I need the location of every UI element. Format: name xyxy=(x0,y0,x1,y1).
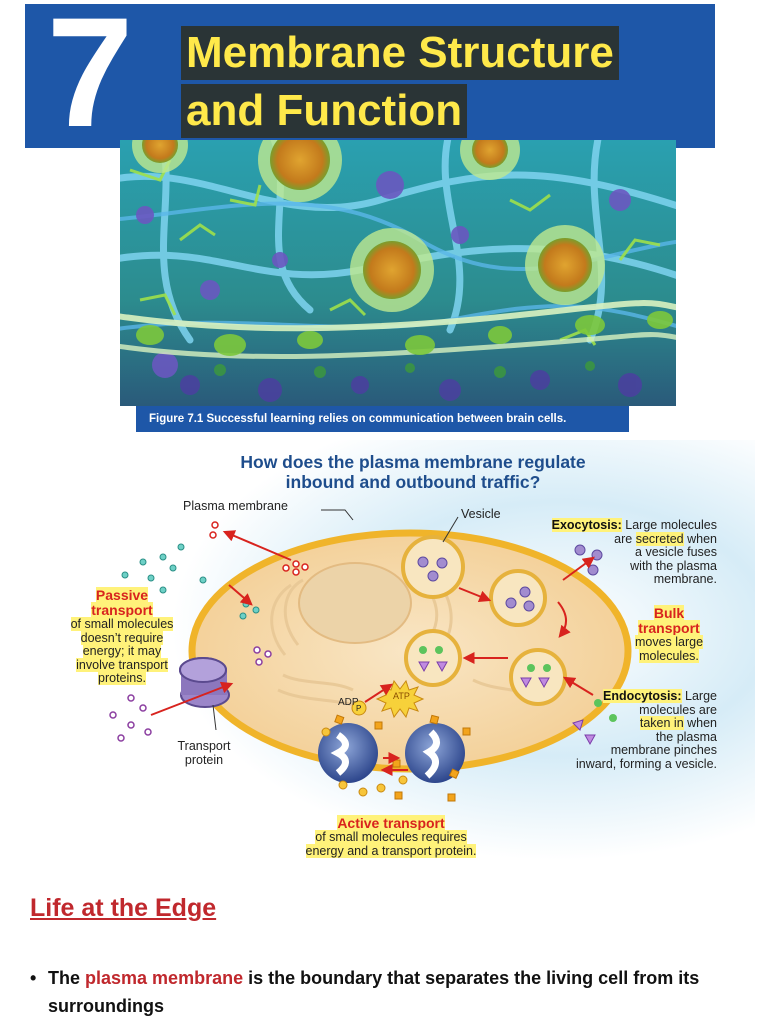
passive-line-5: proteins. xyxy=(98,671,146,685)
endocytosis-taken-in: taken in xyxy=(640,716,684,730)
endocytosis-line-5: membrane pinches xyxy=(535,744,717,758)
label-atp: ATP xyxy=(393,690,410,704)
exocytosis-text: Exocytosis: Large molecules are secreted… xyxy=(515,519,717,587)
exocytosis-heading: Exocytosis: xyxy=(552,518,622,532)
transport-protein-line-1: Transport xyxy=(170,740,238,754)
chapter-title-line-1: Membrane Structure xyxy=(181,26,619,80)
passive-line-4: involve transport xyxy=(76,658,168,672)
chapter-number: 7 xyxy=(25,0,155,148)
chapter-title-line-2: and Function xyxy=(181,84,467,138)
passive-heading-2: transport xyxy=(91,602,152,618)
membrane-traffic-diagram: How does the plasma membrane regulate in… xyxy=(53,440,755,860)
bulk-heading-1: Bulk xyxy=(654,605,684,621)
endocytosis-line-4: the plasma xyxy=(535,731,717,745)
nucleus-shape xyxy=(299,563,411,643)
question-line-2: inbound and outbound traffic? xyxy=(163,472,663,492)
passive-heading-1: Passive xyxy=(96,587,148,603)
exocytosis-line-5: membrane. xyxy=(515,573,717,587)
chapter-banner: 7 Membrane Structure and Function xyxy=(25,4,715,148)
passive-line-1: of small molecules xyxy=(71,617,174,631)
bullet-pre: The xyxy=(48,968,85,988)
brain-cells-illustration xyxy=(120,140,676,406)
passive-transport-text: Passive transport of small molecules doe… xyxy=(55,588,189,686)
label-plasma-membrane: Plasma membrane xyxy=(183,500,288,514)
internal-vesicle xyxy=(406,631,460,685)
endocytosis-line-6: inward, forming a vesicle. xyxy=(535,758,717,772)
exocytosis-line-1: Large molecules xyxy=(622,518,717,532)
endocytosis-heading: Endocytosis: xyxy=(603,689,682,703)
endocytosis-text: Endocytosis: Large molecules are taken i… xyxy=(535,690,717,771)
bullet-item: • The plasma membrane is the boundary th… xyxy=(30,964,748,1020)
transport-protein-line-2: protein xyxy=(170,754,238,768)
passive-line-3: energy; it may xyxy=(83,644,162,658)
bulk-line-1: moves large xyxy=(635,635,703,649)
bulk-line-2: molecules. xyxy=(639,649,699,663)
endocytosis-line-3-post: when xyxy=(684,716,717,730)
bulk-heading-2: transport xyxy=(638,620,699,636)
figure-caption: Figure 7.1 Successful learning relies on… xyxy=(136,406,629,432)
brain-cells-artwork xyxy=(120,140,676,406)
vesicle xyxy=(403,537,463,597)
question-line-1: How does the plasma membrane regulate xyxy=(163,452,663,472)
exocytosis-line-2-post: when xyxy=(684,532,717,546)
endocytosis-line-1: Large xyxy=(682,689,717,703)
bullet-dot: • xyxy=(30,964,36,992)
exocytosis-secreted: secreted xyxy=(636,532,684,546)
active-line-2: energy and a transport protein. xyxy=(306,844,477,858)
diagram-question: How does the plasma membrane regulate in… xyxy=(163,452,663,492)
active-line-1: of small molecules requires xyxy=(315,830,466,844)
bulk-transport-text: Bulk transport moves large molecules. xyxy=(621,606,717,663)
exocytosis-line-4: with the plasma xyxy=(515,560,717,574)
label-vesicle: Vesicle xyxy=(461,508,501,522)
section-title: Life at the Edge xyxy=(30,892,216,924)
endocytosis-line-2: molecules are xyxy=(535,704,717,718)
passive-line-2: doesn’t require xyxy=(81,631,164,645)
exocytosis-line-3: a vesicle fuses xyxy=(515,546,717,560)
active-transport-text: Active transport of small molecules requ… xyxy=(271,816,511,858)
label-transport-protein: Transport protein xyxy=(170,740,238,767)
bullet-term-plasma-membrane: plasma membrane xyxy=(85,968,243,988)
exocytosis-line-2-pre: are xyxy=(614,532,636,546)
label-p: P xyxy=(356,702,361,716)
active-heading: Active transport xyxy=(337,815,444,831)
